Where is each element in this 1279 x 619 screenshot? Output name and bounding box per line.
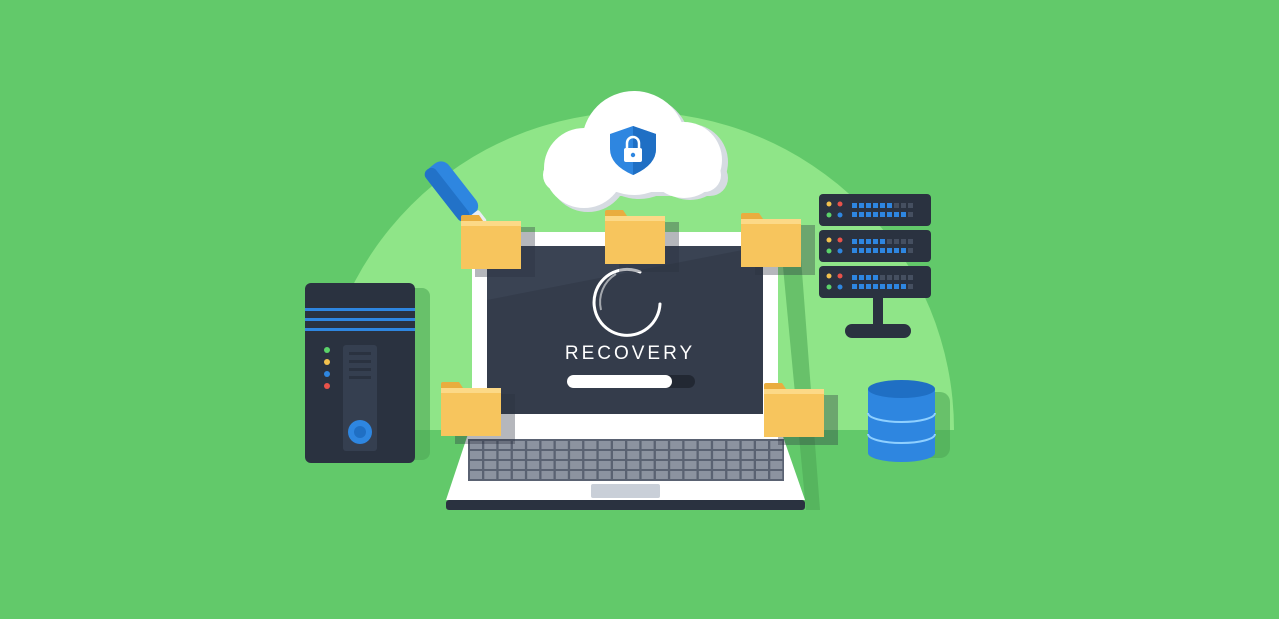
keyboard — [470, 441, 783, 479]
progress-bar — [567, 375, 695, 388]
server-unit — [819, 266, 931, 298]
pc-tower-icon — [305, 283, 430, 463]
loading-spinner-icon — [592, 267, 662, 337]
database-icon — [867, 380, 950, 462]
laptop-icon — [446, 232, 820, 510]
server-unit — [819, 194, 931, 226]
folder-top-left — [461, 215, 535, 277]
folder-top-right — [741, 213, 815, 275]
shield-lock-icon — [610, 126, 656, 175]
folder-bottom-left — [441, 382, 515, 444]
server-unit — [819, 230, 931, 262]
folder-bottom-right — [764, 383, 838, 445]
folder-top-center — [605, 210, 679, 272]
screen-title: RECOVERY — [564, 343, 696, 364]
server-rack-icon — [819, 194, 931, 338]
